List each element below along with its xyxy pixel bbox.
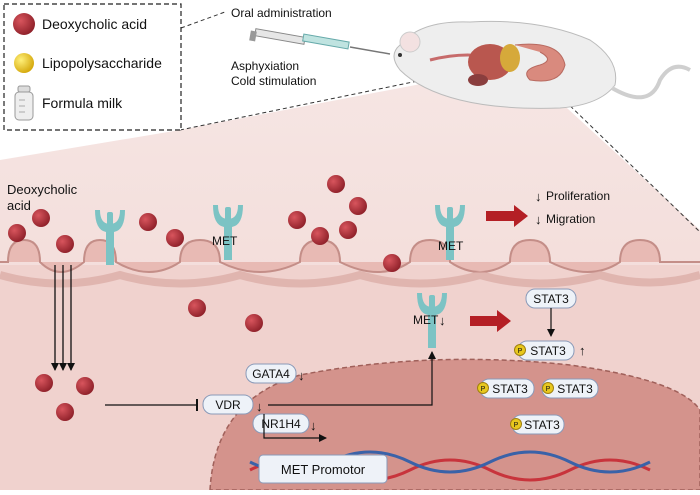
phosphate-label: P [481, 386, 486, 393]
dca-particle [35, 374, 53, 392]
vdr-box [202, 394, 254, 415]
nr1h4-label: NR1H4 [261, 417, 301, 431]
gata4-down-arrow: ↓ [298, 368, 305, 383]
dca-particle [56, 403, 74, 421]
zoom-line-right [524, 61, 700, 233]
dca-particle [32, 209, 50, 227]
dca-particle [76, 377, 94, 395]
proliferation-down-arrow: ↓ [535, 189, 542, 204]
met-receptor-internal [417, 293, 447, 348]
met-promotor-box [258, 454, 388, 484]
dca-particle [188, 299, 206, 317]
dca-particle [339, 221, 357, 239]
pstat3-up-arrow: ↑ [579, 343, 586, 358]
dca-particles-outside [8, 175, 401, 272]
phosphate-label: P [518, 348, 523, 355]
pstat3-box: P STAT3 [510, 414, 565, 435]
dca-particle [245, 314, 263, 332]
asphyxiation-label: Asphyxiation [231, 59, 299, 73]
yellow-sphere-icon [14, 53, 34, 73]
dca-particle [383, 254, 401, 272]
dca-particle [311, 227, 329, 245]
met-receptor [435, 205, 465, 260]
legend-label-lps: Lipopolysaccharide [42, 55, 162, 71]
syringe-icon [249, 28, 391, 55]
dca-particle [288, 211, 306, 229]
milk-bottle-icon [14, 85, 34, 121]
gata4-box [245, 363, 297, 384]
dca-particle [327, 175, 345, 193]
dca-particle [349, 197, 367, 215]
red-sphere-icon [13, 13, 35, 35]
vdr-to-promoter-arrow [263, 414, 327, 442]
dca-particles-inside [35, 299, 263, 421]
pstat3-label: STAT3 [524, 418, 560, 432]
vdr-label: VDR [215, 398, 241, 412]
red-arrow-icon [470, 310, 511, 332]
met-promotor-label: MET Promotor [281, 462, 366, 477]
phosphate-icon [542, 382, 554, 394]
pstat3-box: P STAT3 [477, 378, 535, 399]
met-label-2: MET [438, 239, 464, 253]
migration-label: Migration [546, 212, 595, 226]
dca-particle [139, 213, 157, 231]
phosphate-icon [477, 382, 489, 394]
pstat3-label: STAT3 [530, 344, 566, 358]
dca-particle [56, 235, 74, 253]
oral-administration-label: Oral administration [231, 6, 332, 20]
dca-particle [166, 229, 184, 247]
met-receptor [95, 210, 125, 265]
stat3-label: STAT3 [533, 292, 569, 306]
met-down-arrow: ↓ [439, 313, 446, 328]
deoxycholic-label-line2: acid [7, 198, 31, 213]
nr1h4-box [252, 413, 310, 434]
legend-zoom-line [180, 11, 226, 29]
gata4-label: GATA4 [252, 367, 290, 381]
deoxycholic-label-line1: Deoxycholic [7, 182, 78, 197]
nr1h4-down-arrow: ↓ [310, 418, 317, 433]
red-arrow-icon [486, 205, 528, 227]
met-label-3: MET [413, 313, 439, 327]
phosphate-icon [510, 418, 522, 430]
phosphate-icon [514, 344, 526, 356]
met-label-1: MET [212, 234, 238, 248]
pstat3-box: P STAT3 [514, 340, 575, 361]
membrane-inner [0, 270, 700, 288]
dca-particle [8, 224, 26, 242]
proliferation-label: Proliferation [546, 189, 610, 203]
legend-label-dca: Deoxycholic acid [42, 16, 147, 32]
legend: Deoxycholic acid Lipopolysaccharide Form… [3, 3, 182, 131]
phosphate-label: P [514, 422, 519, 429]
mouse-illustration [393, 20, 691, 109]
met-receptor [213, 205, 243, 260]
vdr-down-arrow: ↓ [256, 399, 263, 414]
migration-down-arrow: ↓ [535, 212, 542, 227]
pstat3-label: STAT3 [557, 382, 593, 396]
pstat3-box: P STAT3 [541, 378, 599, 399]
vdr-to-met-arrow [268, 351, 436, 406]
legend-label-milk: Formula milk [42, 95, 123, 111]
cold-stimulation-label: Cold stimulation [231, 74, 316, 88]
phosphate-label: P [546, 386, 551, 393]
pstat3-label: STAT3 [492, 382, 528, 396]
